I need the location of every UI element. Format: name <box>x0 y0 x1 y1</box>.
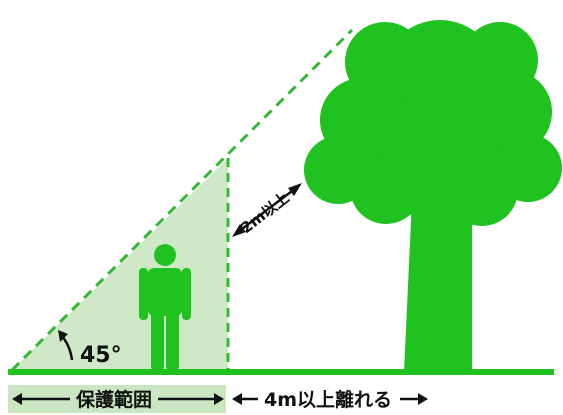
angle-dashed-line <box>10 28 354 372</box>
protection-range-arrowhead-left <box>12 393 22 405</box>
angle-label: 45° <box>80 343 122 368</box>
distance-arrowhead-left <box>232 393 242 405</box>
protection-zone <box>12 158 228 370</box>
protection-range-label: 保護範囲 <box>75 388 152 411</box>
clearance-arrowhead-end <box>288 183 302 196</box>
distance-label: 4m以上離れる <box>264 388 392 411</box>
clearance-arrowhead-start <box>232 224 246 237</box>
tree-icon <box>304 20 562 372</box>
person-icon <box>139 244 191 370</box>
ground-line <box>8 369 554 375</box>
protection-range-arrowhead-right <box>214 393 224 405</box>
angle-arrowhead <box>58 330 68 342</box>
distance-arrowhead-right <box>418 393 428 405</box>
clearance-label: 2m以上 <box>237 188 292 237</box>
clearance-arrow-line <box>237 187 297 233</box>
